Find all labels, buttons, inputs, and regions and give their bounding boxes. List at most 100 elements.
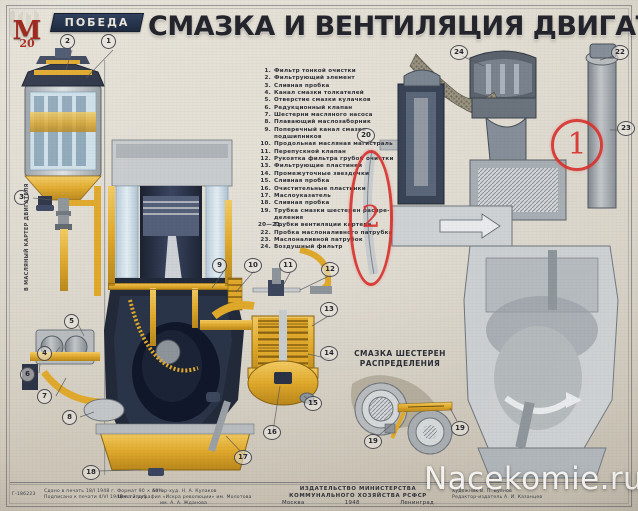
legend-item: 6.Редукционный клапан [258,105,408,112]
legend-item: 22.Пробка маслоналивного патрубка [258,230,408,237]
red-annotation-label-2: 2 [361,200,381,235]
legend-item-text: Фильтрующие пластинки [274,163,363,170]
legend-item-text: Фильтрующий элемент [274,75,355,82]
camshaft-gear [354,382,408,436]
red-circle-annotation-1: 1 [551,119,603,171]
legend-item: 20—21.Трубки вентиляции картера [258,222,408,229]
legend-item-text: Воздушный фильтр [274,244,343,251]
oil-pan-label: В МАСЛЯНЫЙ КАРТЕР ДВИГАТЕЛЯ [24,183,30,291]
legend-item: 3.Сливная пробка [258,83,408,90]
legend-item-number: 16. [260,185,271,192]
callout-14: 14 [320,346,338,361]
callout-12: 12 [321,262,339,277]
emblem-model-number: 20 [19,37,35,50]
legend-item: подшипников [258,134,408,141]
section-caption: СМАЗКА ШЕСТЕРЕН РАСПРЕДЕЛЕНИЯ [348,349,452,369]
callout-4: 4 [37,346,52,361]
coarse-oil-filter [200,247,332,406]
legend-item: 9.Поперечный канал смазки [258,127,408,134]
publisher-city-right: Ленинград [400,500,434,506]
legend-item-number: 19. [260,207,271,214]
section-caption-line2: РАСПРЕДЕЛЕНИЯ [359,359,441,368]
legend-item: 13.Фильтрующие пластинки [258,163,408,170]
legend-item-number: 15. [260,178,271,185]
section-caption-line1: СМАЗКА ШЕСТЕРЕН [354,349,446,358]
emblem-letter: М [12,16,42,46]
ventilation-section [362,43,619,479]
callout-3: 3 [14,190,29,205]
legend-item: 18.Сливная пробка [258,200,408,207]
legend-item-number: 12. [260,156,271,163]
legend-item-text: Фильтр тонкой очистки [274,68,356,74]
legend-item-number: 17. [260,192,271,199]
legend-item-number: 3. [264,82,271,89]
page-title: СМАЗКА И ВЕНТИЛЯЦИЯ ДВИГАТЕЛЯ [148,11,638,42]
legend-item-text: Отверстие смазки кулачков [274,97,371,104]
legend-item: 1.Фильтр тонкой очистки [258,68,408,75]
legend-item: 16.Очистительные пластинки [258,186,408,193]
legend-item-text: Очистительные пластинки [274,185,366,192]
callout-19b: 19 [364,434,382,449]
legend-item-number: 4. [264,90,271,97]
publisher-line-2: КОММУНАЛЬНОГО ХОЗЯЙСТВА РСФСР [289,493,427,499]
legend-item-number: 14. [260,170,271,177]
callout-23: 23 [617,121,635,136]
callout-18: 18 [82,465,100,480]
legend-item-text: деления [274,214,304,221]
legend-item: 24.Воздушный фильтр [258,244,408,251]
legend-item-text: Сливная пробка [274,178,330,185]
legend-item-text: Редукционный клапан [274,104,353,111]
legend-item-text: Пробка маслоналивного патрубка [274,229,393,236]
legend-item: 23.Маслоналивной патрубок [258,237,408,244]
legend-item-text: Продольная масляная магистраль [274,141,393,148]
callout-20: 20 [357,128,375,143]
legend-item-text: Маслоуказатель [274,192,332,199]
callout-17: 17 [234,450,252,465]
legend-item: 19.Трубка смазки шестерен распре- [258,208,408,215]
legend-item-text: Сливная пробка [274,200,330,207]
callout-5: 5 [64,314,79,329]
legend-item-number: 22. [260,229,271,236]
legend-item-number: 8. [264,119,271,126]
legend-item: 12.Рукоятка фильтра грубой очистки [258,156,408,163]
legend-item-text: Перепускной клапан [274,148,347,155]
legend-item-number: 18. [260,200,271,207]
legend-item: 5.Отверстие смазки кулачков [258,97,408,104]
imprint-author: Автор-худ. Н. А. Кулаков [152,489,217,494]
imprint-artist: Художник В. П. Буянов [452,489,513,494]
legend-item-text: Трубка смазки шестерен распре- [274,207,390,214]
legend-item-number: 7. [264,112,271,119]
legend-item-text: Маслоналивной патрубок [274,236,363,243]
legend-item-number: 5. [264,97,271,104]
imprint-code: Г-186223 [12,492,36,497]
callout-16: 16 [263,425,281,440]
legend-item-text: Плавающий маслозаборник [274,119,371,126]
timing-gears-detail [351,375,453,455]
callout-8: 8 [62,410,77,425]
sheet-border-inner [9,8,629,504]
dipstick [206,392,231,452]
callout-15: 15 [304,396,322,411]
legend-item-text: Поперечный канал смазки [274,126,367,133]
legend-item-number: 2. [264,75,271,82]
imprint-editor: Редактор-издатель А. И. Казанцев [452,495,543,500]
publisher-year: 1948 [344,500,360,506]
imprint-print-info-1: Сдано в печать 18/I 1948 г. Формат 90 × … [44,489,164,494]
legend-item-number: 11. [260,148,271,155]
legend-item-text: Промежуточные звездочки [274,170,370,177]
callout-24: 24 [450,45,468,60]
callout-2: 2 [60,34,75,49]
legend-item-number: 9. [264,126,271,133]
site-watermark: Nacekomie.ru [424,461,638,497]
callout-19: 19 [451,421,469,436]
legend-item: 11.Перепускной клапан [258,149,408,156]
legend-item: 10.Продольная масляная магистраль [258,141,408,148]
legend-item-text: Сливная пробка [274,82,330,89]
legend-item: 15.Сливная пробка [258,178,408,185]
red-annotation-label-1: 1 [567,127,587,162]
legend-item: 14.Промежуточные звездочки [258,171,408,178]
nameplate-label: ПОБЕДА [64,16,130,29]
